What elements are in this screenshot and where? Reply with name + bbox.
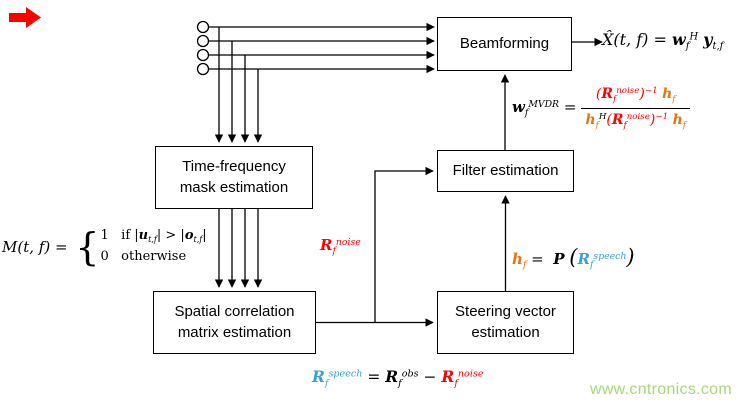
mask-estimation-label-line2: mask estimation [179, 178, 289, 196]
mic-input-circle [196, 20, 210, 34]
mask-case-1: 1 if |ut,f| > |ot,f| [100, 228, 207, 245]
mic-input-circle [196, 34, 210, 48]
mvdr-numerator: (Rfnoise)−1 hf [581, 86, 690, 110]
mic-input-circles [196, 20, 210, 76]
flow-arrows [316, 37, 603, 327]
beamformer-output-formula: X̂(t, f) = wfH yt,f [602, 30, 724, 52]
mic-to-mask-arrows [214, 27, 263, 143]
watermark: www.cntronics.com [589, 381, 732, 398]
mask-estimation-box: Time-frequency mask estimation [155, 146, 313, 209]
mvdr-denominator: hfH(Rfnoise)−1 hf [585, 112, 686, 131]
mvdr-fraction: (Rfnoise)−1 hf hfH(Rfnoise)−1 hf [581, 86, 690, 132]
spatial-correlation-box: Spatial correlation matrix estimation [153, 291, 316, 354]
beamforming-box: Beamforming [437, 17, 572, 71]
mic-signal-lines [208, 22, 435, 74]
mask-formula-prefix: M(t, f) = [2, 237, 73, 256]
mvdr-weight-formula: wfMVDR = (Rfnoise)−1 hf hfH(Rfnoise)−1 h… [512, 86, 690, 132]
steering-vector-formula: hf = P (Rfspeech) [512, 245, 635, 271]
mask-to-spatial-arrows [214, 209, 263, 288]
spatial-correlation-label-line1: Spatial correlation [174, 303, 295, 321]
spatial-correlation-label-line2: matrix estimation [177, 323, 292, 341]
filter-estimation-box: Filter estimation [437, 150, 574, 192]
mask-case-2: 0 otherwise [100, 249, 187, 265]
steering-vector-label-line2: estimation [471, 323, 540, 341]
mask-definition-formula: M(t, f) = { 1 if |ut,f| > |ot,f| 0 other… [2, 226, 207, 268]
noise-covariance-label: Rfnoise [320, 236, 361, 257]
red-arrow-icon [9, 7, 41, 28]
mic-input-circle [196, 62, 210, 76]
steering-vector-label-line1: Steering vector [455, 303, 556, 321]
mvdr-lhs: wfMVDR = [512, 98, 577, 119]
mic-input-circle [196, 48, 210, 62]
steering-vector-box: Steering vector estimation [437, 291, 574, 354]
mask-cases: 1 if |ut,f| > |ot,f| 0 otherwise [100, 226, 206, 268]
beamforming-label: Beamforming [459, 34, 550, 52]
mask-estimation-label-line1: Time-frequency [182, 158, 286, 176]
noise-to-filter-arrow [374, 166, 434, 323]
speech-covariance-formula: Rfspeech = Rfobs − Rfnoise [312, 367, 484, 389]
filter-estimation-label: Filter estimation [452, 161, 559, 179]
cases-brace: { [75, 224, 100, 269]
